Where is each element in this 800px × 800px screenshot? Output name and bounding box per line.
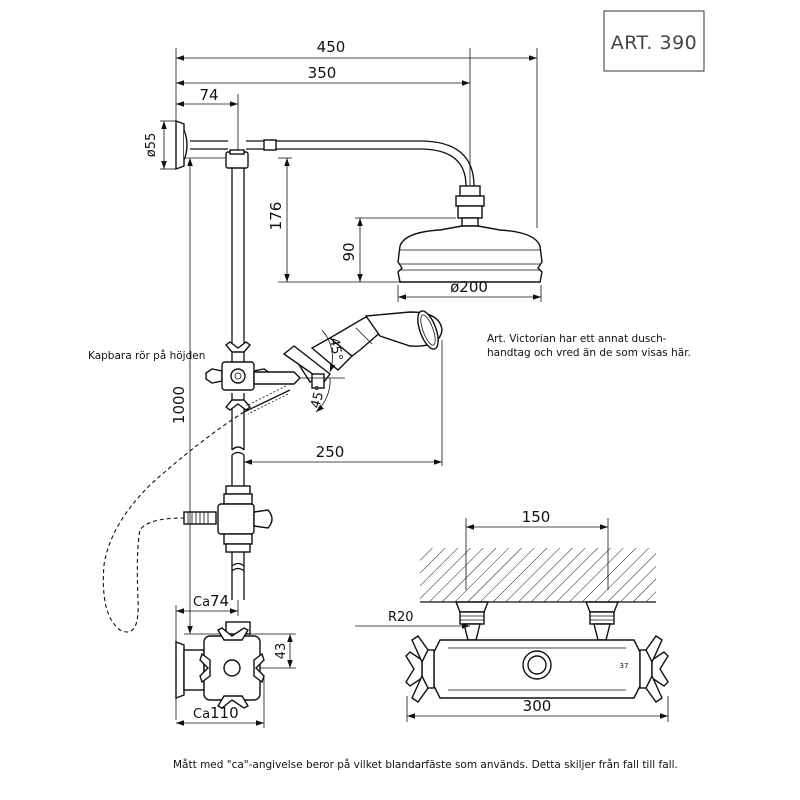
rail-height-dimension: 1000 [170, 157, 226, 635]
wall-rose: ø55 [144, 119, 188, 171]
mixer-width-dimension: 300 [406, 696, 669, 722]
head-drop-label: 176 [267, 202, 285, 231]
mixer-depth-prefix: Ca [193, 595, 210, 610]
handset-angle-up-label: 45° [326, 337, 345, 362]
shower-head [397, 185, 543, 283]
bracket-spacing-label: 150 [522, 508, 551, 526]
victorian-note: Art. Victorian har ett annat dusch- hand… [487, 333, 691, 359]
shower-rail [225, 149, 249, 488]
mixer-width-label: 300 [523, 697, 552, 715]
rail-height-label: 1000 [170, 386, 188, 424]
overall-width-label: 450 [317, 38, 346, 56]
side-mixer [175, 621, 265, 709]
footer-note: Mått med "ca"-angivelse beror på vilket … [173, 758, 678, 771]
rail-slider [205, 341, 271, 411]
mixer-projection-label: 110 [210, 704, 239, 722]
victorian-note-line-1: Art. Victorian har ett annat dusch- [487, 333, 667, 345]
hand-shower [253, 310, 443, 389]
mixer-depth-label: 74 [210, 592, 229, 610]
handset-reach-dimension: 250 [244, 340, 443, 466]
head-height-label: 90 [340, 242, 358, 261]
diverter [217, 485, 273, 600]
mixer-height-label: 43 [274, 643, 289, 660]
shower-arm [190, 139, 475, 187]
wall-rose-diameter-label: ø55 [144, 133, 159, 158]
victorian-note-line-2: handtag och vred än de som visas här. [487, 347, 691, 359]
head-diameter-label: ø200 [450, 278, 488, 296]
mixer-projection-prefix: Ca [193, 707, 210, 722]
wall-section [420, 548, 656, 603]
inlet-radius-label: R20 [388, 610, 414, 625]
arm-length-label: 350 [308, 64, 337, 82]
top-dimensions: 450 350 74 [175, 38, 538, 228]
handset-angle-marks: 45° 45° [300, 329, 345, 413]
article-label: ART. 390 [611, 32, 698, 54]
arm-offset-label: 74 [199, 86, 218, 104]
article-label-box: ART. 390 [603, 10, 705, 72]
inlet-radius-dimension: R20 [355, 610, 470, 629]
mixer-dimensions: Ca 74 43 Ca 110 [175, 592, 296, 728]
adjustable-rail-note: Kapbara rör på höjden [88, 349, 205, 362]
head-dimensions: 176 90 ø200 [267, 157, 542, 302]
temperature-mark: 37 [620, 662, 629, 670]
thermostatic-mixer: 37 [405, 601, 669, 703]
handset-reach-label: 250 [316, 443, 345, 461]
bracket-spacing-dimension: 150 [465, 508, 609, 590]
handset-angle-down-label: 45° [308, 384, 328, 410]
